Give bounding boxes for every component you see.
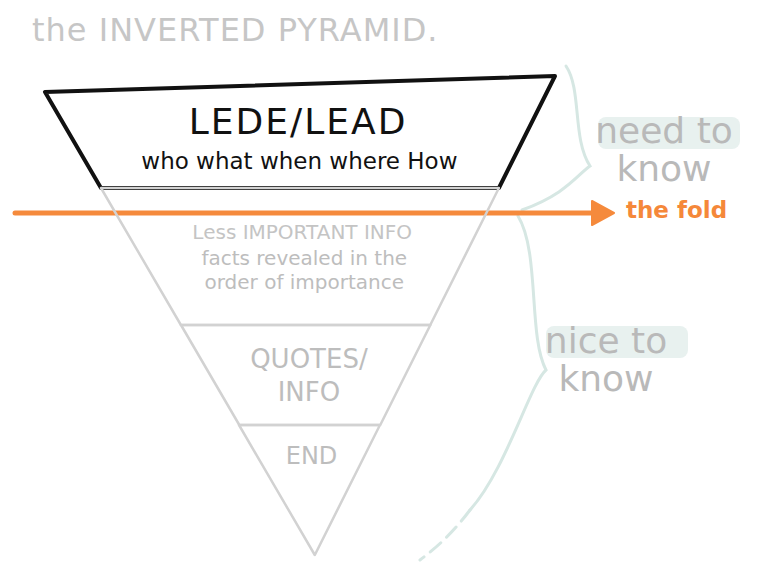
band-heading: QUOTES/ INFO xyxy=(241,343,376,408)
bracket xyxy=(470,216,546,510)
bracket xyxy=(420,510,470,560)
fold-label: the fold xyxy=(626,198,760,222)
band-text: facts revealed in the order of importanc… xyxy=(175,246,434,294)
pyramid-band: END xyxy=(239,425,380,555)
arrow-head xyxy=(592,201,614,225)
fold-line xyxy=(15,211,596,216)
bracket-label: need to know xyxy=(578,112,750,188)
bracket xyxy=(522,66,590,210)
band-shape xyxy=(101,188,499,325)
pyramid-band: LEDE/LEAD who what when where How xyxy=(45,76,555,188)
band-heading: Less IMPORTANT INFO xyxy=(146,220,459,244)
pyramid-band: QUOTES/ INFO xyxy=(181,325,430,425)
band-outline xyxy=(181,325,430,425)
pyramid-band: Less IMPORTANT INFOfacts revealed in the… xyxy=(101,188,499,325)
band-heading: LEDE/LEAD xyxy=(87,100,509,143)
band-shape xyxy=(239,425,380,555)
band-text: who what when where How xyxy=(106,148,493,176)
title: the INVERTED PYRAMID. xyxy=(32,14,438,48)
band-shape xyxy=(181,325,430,425)
bracket-label: nice to know xyxy=(520,322,692,398)
band-shape xyxy=(45,76,555,188)
band-heading: END xyxy=(278,442,345,471)
